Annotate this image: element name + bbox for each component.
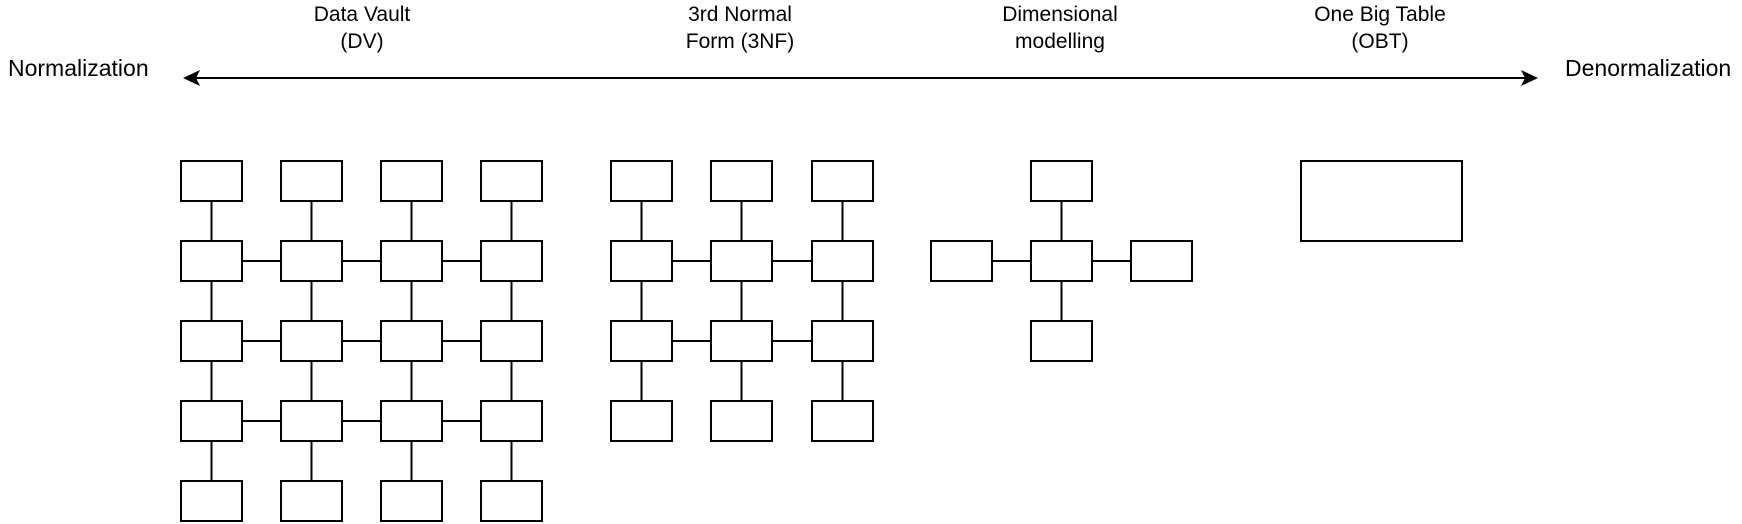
- table-box-data-vault: [380, 160, 443, 202]
- table-box-data-vault: [180, 240, 243, 282]
- table-box-data-vault: [280, 400, 343, 442]
- table-box-data-vault: [280, 240, 343, 282]
- table-box-3nf: [811, 160, 874, 202]
- table-box-data-vault: [480, 160, 543, 202]
- table-box-data-vault: [180, 320, 243, 362]
- table-box-3nf: [710, 240, 773, 282]
- method-label-obt: One Big Table (OBT): [1314, 1, 1446, 55]
- method-label-line: (DV): [340, 30, 384, 53]
- table-box-3nf: [710, 400, 773, 442]
- table-box-dimensional: [1030, 240, 1093, 282]
- method-label-dimensional: Dimensional modelling: [1002, 1, 1118, 55]
- denormalization-label: Denormalization: [1565, 55, 1732, 81]
- normalization-label: Normalization: [8, 55, 149, 81]
- table-box-data-vault: [280, 320, 343, 362]
- method-label-3nf: 3rd Normal Form (3NF): [686, 1, 795, 55]
- table-box-dimensional: [1130, 240, 1193, 282]
- table-box-3nf: [710, 160, 773, 202]
- table-box-obt: [1300, 160, 1463, 242]
- method-label-line: Data Vault: [313, 3, 411, 26]
- table-box-3nf: [710, 320, 773, 362]
- method-label-line: Dimensional: [1002, 3, 1118, 26]
- arrow-head-left: [183, 70, 200, 86]
- table-box-3nf: [610, 320, 673, 362]
- table-box-data-vault: [380, 480, 443, 522]
- method-label-line: One Big Table: [1314, 3, 1446, 26]
- table-box-data-vault: [280, 160, 343, 202]
- table-box-data-vault: [480, 400, 543, 442]
- table-box-data-vault: [380, 400, 443, 442]
- table-box-data-vault: [380, 240, 443, 282]
- table-box-data-vault: [280, 480, 343, 522]
- table-box-3nf: [610, 240, 673, 282]
- table-box-3nf: [610, 400, 673, 442]
- method-label-line: modelling: [1015, 30, 1105, 53]
- method-label-line: 3rd Normal: [688, 3, 792, 26]
- table-box-data-vault: [480, 240, 543, 282]
- table-box-dimensional: [1030, 160, 1093, 202]
- arrow-head-right: [1521, 70, 1538, 86]
- table-box-data-vault: [480, 320, 543, 362]
- table-box-data-vault: [180, 400, 243, 442]
- table-box-3nf: [610, 160, 673, 202]
- table-box-data-vault: [380, 320, 443, 362]
- table-box-dimensional: [1030, 320, 1093, 362]
- table-box-dimensional: [930, 240, 993, 282]
- method-label-line: Form (3NF): [685, 30, 795, 53]
- table-box-3nf: [811, 400, 874, 442]
- table-box-data-vault: [480, 480, 543, 522]
- method-label-line: (OBT): [1351, 30, 1409, 53]
- table-box-3nf: [811, 320, 874, 362]
- method-label-data-vault: Data Vault (DV): [314, 1, 411, 55]
- table-box-data-vault: [180, 160, 243, 202]
- table-box-data-vault: [180, 480, 243, 522]
- table-box-3nf: [811, 240, 874, 282]
